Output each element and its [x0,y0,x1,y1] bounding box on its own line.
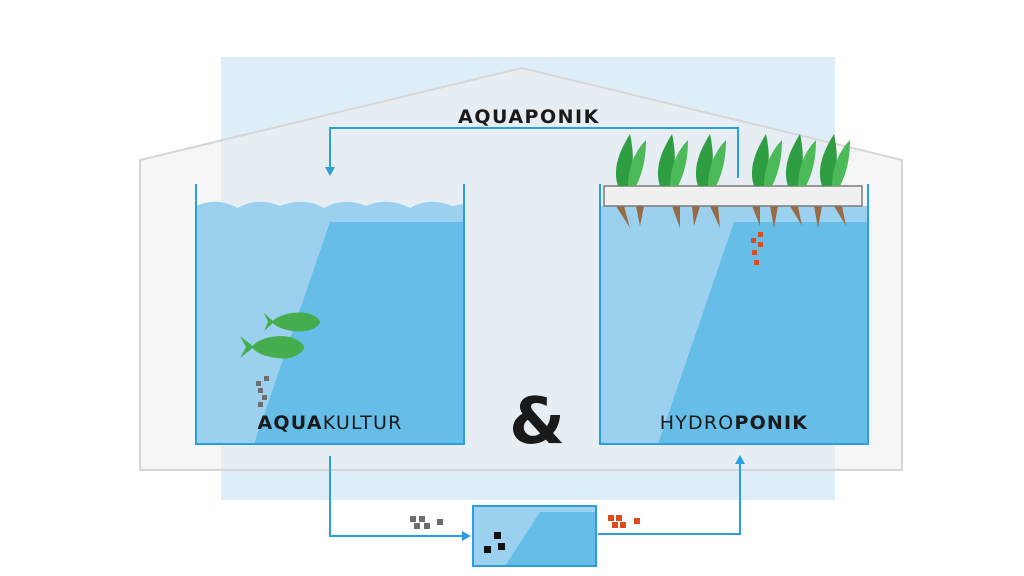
plant-icon [657,134,688,186]
plant-icon [615,134,646,186]
aquaculture-label: AQUAKULTUR [258,412,403,434]
aquaculture-tank: AQUAKULTUR [195,184,465,445]
fish-icon [264,312,320,332]
particle-icon [484,532,505,553]
hydroponics-tank-walls [599,184,869,445]
arrow-icon [462,531,471,541]
hydroponics-label-bold: PONIK [734,412,808,434]
aquaculture-label-bold: AQUA [258,412,323,434]
outflow-line [329,456,462,537]
particle-icon [256,376,269,407]
inflow-line [598,464,741,535]
plant-icon [751,134,782,186]
arrow-icon [325,167,335,176]
hydroponics-tank: HYDROPONIK [599,134,869,445]
plant-icon [785,134,816,186]
particle-icon [410,516,443,529]
plant-icon [819,134,850,186]
biofilter [472,505,597,567]
plant-icon [695,134,726,186]
diagram-title: AQUAPONIK [458,106,600,128]
fish-icon [240,336,304,359]
arrow-icon [735,455,745,464]
aquaculture-label-regular: KULTUR [323,412,403,434]
hydroponics-label-regular: HYDRO [660,412,735,434]
particle-icon [751,232,763,265]
connector-symbol: & [509,385,565,459]
aquaculture-tank-walls [195,184,465,445]
aquaculture-water-shade [254,222,464,444]
floating-raft [603,185,863,207]
particle-icon [608,515,640,528]
root-icon [616,206,846,228]
return-flow-line [329,127,739,178]
hydroponics-label: HYDROPONIK [660,412,809,434]
hydroponics-water-shade [658,222,868,444]
